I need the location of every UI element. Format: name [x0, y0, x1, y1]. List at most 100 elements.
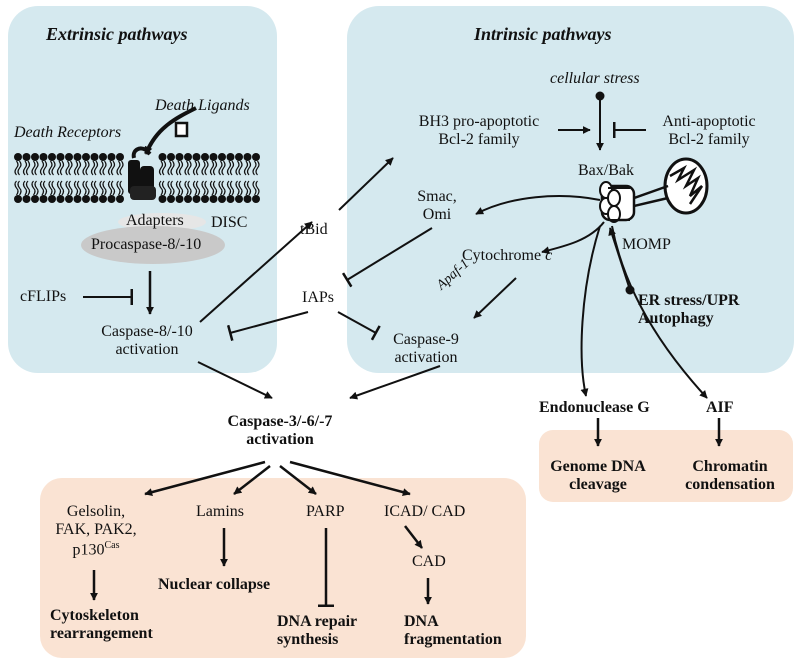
death-ligand-square [174, 121, 189, 138]
lipid-head [218, 153, 226, 161]
smac-line1: Smac, [417, 188, 457, 205]
lipid-tail [31, 160, 36, 176]
lipid-tail [209, 160, 215, 176]
lipid-tail [25, 160, 31, 176]
lipid-tail [218, 180, 223, 196]
lipid-tail [31, 180, 36, 196]
lipid-tail [161, 180, 167, 196]
death-ligands-label: Death Ligands [155, 97, 250, 114]
lipid-head [158, 195, 167, 203]
pore-to-mitochondrion-line [633, 184, 669, 200]
lipid-head [73, 153, 82, 161]
lipid-tail [22, 160, 28, 176]
lipid-tail [235, 160, 240, 176]
pore-to-aif-arrow [611, 225, 708, 399]
cellular-stress-label: cellular stress [550, 70, 640, 87]
lipid-tail [192, 180, 198, 196]
caspase9-line2: activation [394, 349, 458, 367]
lipid-tail [90, 180, 96, 196]
lipid-head [209, 195, 218, 203]
dna-frag-line2: fragmentation [404, 631, 502, 649]
lipid-head [235, 195, 243, 203]
lipid-tail [25, 180, 31, 196]
lipid-tail [221, 180, 226, 196]
lipid-tail [76, 180, 82, 196]
lipid-tail [184, 180, 189, 196]
lipid-tail [93, 180, 99, 196]
caspase8-to-tbid-arrow [199, 221, 313, 323]
lipid-tail [110, 180, 116, 196]
cytoskeleton-line1: Cytoskeleton [50, 607, 139, 624]
cad-label: CAD [412, 553, 446, 570]
bax-bak-pore [599, 181, 636, 223]
caspase-independent-panel [539, 430, 793, 502]
autophagy-line: Autophagy [638, 310, 714, 328]
lipid-tail [85, 180, 90, 196]
lipid-head [22, 195, 31, 203]
death-receptors-label: Death Receptors [14, 124, 122, 141]
smac-inhibit-iaps-line [341, 227, 433, 288]
chromatin-condensation-label: Chromatin condensation [680, 458, 780, 495]
lipid-tail [229, 160, 235, 176]
lamins-label: Lamins [196, 503, 244, 520]
lipid-head [39, 195, 48, 203]
lipid-head [22, 153, 31, 161]
lipid-tail [252, 160, 257, 176]
iaps-label: IAPs [302, 289, 335, 306]
caspase8-line1: Caspase-8/-10 [101, 323, 193, 340]
gelsolin-label: Gelsolin, FAK, PAK2, p130Cas [54, 503, 138, 560]
lipid-tail [212, 180, 218, 196]
lipid-tail [187, 180, 192, 196]
lipid-head [31, 195, 39, 203]
lipid-tail [59, 160, 65, 176]
lipid-head [201, 195, 209, 203]
caspase3-to-gelsolin-arrow [144, 460, 266, 497]
lipid-tail [93, 160, 99, 176]
lipid-tail [246, 180, 252, 196]
lipid-head [107, 195, 116, 203]
lipid-head [90, 195, 99, 203]
cytochrome-c-italic: c [545, 247, 553, 264]
lipid-head [243, 153, 252, 161]
bax-bak-label: Bax/Bak [578, 162, 634, 179]
caspase3-to-lamins-arrow [233, 465, 271, 495]
lipid-tail [238, 180, 243, 196]
caspase-targets-panel [40, 478, 526, 658]
lipid-tail [85, 160, 90, 176]
icad-cad-label: ICAD/ CAD [384, 503, 466, 520]
intrinsic-pathways-title: Intrinsic pathways [474, 24, 612, 44]
cell-membrane [14, 153, 260, 203]
lipid-tail [68, 160, 73, 176]
iaps-inhibit-caspase9-line [337, 311, 381, 341]
bh3-line1: BH3 pro-apoptotic [418, 113, 540, 130]
lipid-head [48, 153, 56, 161]
lipid-tail [167, 180, 172, 196]
lipid-head [116, 153, 124, 161]
apaf1-to-caspase9-arrow [473, 277, 517, 319]
lipid-tail [59, 180, 65, 196]
cytochrome-prefix: Cytochrome [462, 247, 546, 264]
bh3-label: BH3 pro-apoptotic Bcl-2 family [404, 113, 554, 150]
er-stress-label: ER stress/UPR Autophagy [638, 292, 739, 329]
lipid-head [65, 153, 73, 161]
caspase3-line1: Caspase-3/-6/-7 [227, 413, 333, 430]
er-stress-line: ER stress/UPR [638, 292, 740, 309]
caspase8-activation-label: Caspase-8/-10 activation [88, 323, 206, 360]
anti-line1: Anti-apoptotic [662, 113, 756, 130]
lipid-tail [42, 160, 48, 176]
caspase3-line2: activation [246, 431, 314, 449]
lipid-head [184, 153, 192, 161]
lipid-tail [48, 180, 53, 196]
intrinsic-panel [347, 6, 794, 373]
dna-repair-label: DNA repair synthesis [277, 613, 357, 650]
genome-line2: cleavage [569, 476, 627, 494]
iaps-inhibit-caspase8-line [226, 311, 309, 341]
lipid-tail [178, 180, 184, 196]
aif-label: AIF [706, 399, 734, 416]
lipid-tail [39, 180, 45, 196]
lipid-tail [161, 160, 167, 176]
lipid-head [201, 153, 209, 161]
lipid-tail [195, 180, 201, 196]
lipid-tail [255, 160, 260, 176]
